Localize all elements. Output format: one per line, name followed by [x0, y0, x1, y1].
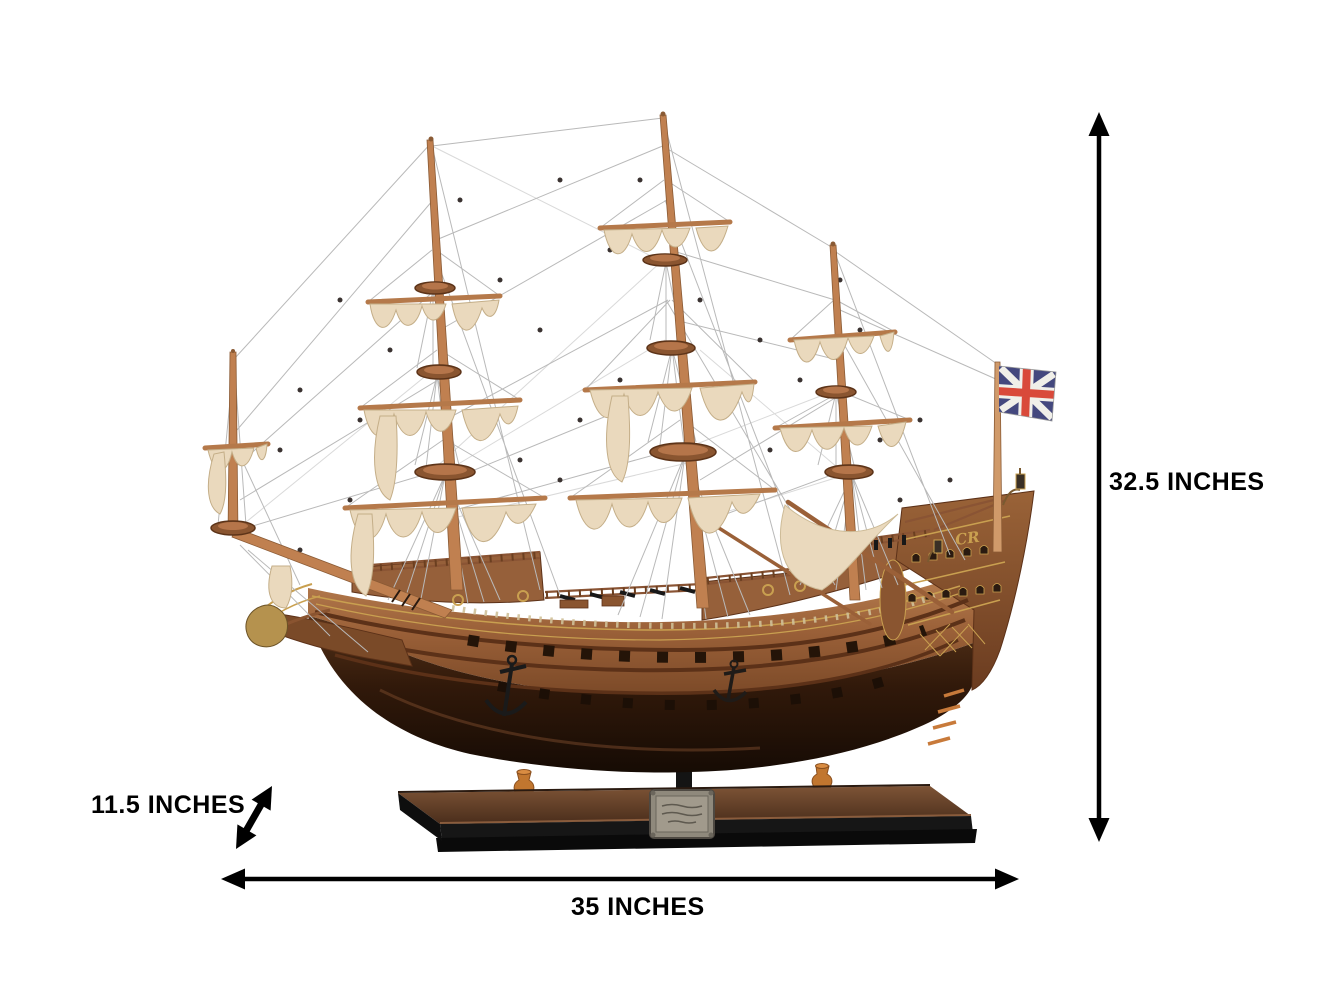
stern-lanterns: [927, 468, 1026, 563]
arrowhead-right-icon: [995, 868, 1019, 890]
depth-arrow: [236, 786, 272, 849]
height-arrow: [1088, 112, 1110, 842]
arrowhead-downleft-icon: [236, 824, 257, 849]
height-label: 32.5 INCHES: [1109, 468, 1265, 496]
stand-base-edge: [397, 784, 931, 793]
arrowhead-up-icon: [1088, 112, 1110, 136]
length-arrow: [221, 868, 1019, 890]
arrowhead-left-icon: [221, 868, 245, 890]
furled-sails: [207, 225, 907, 609]
bowsprit-gammoning: [391, 589, 421, 611]
stern-monogram: CR: [954, 528, 981, 549]
stand-base-endcap: [398, 793, 442, 841]
ship-model: CR: [202, 111, 1057, 773]
arrowhead-upright-icon: [251, 786, 272, 811]
spare-spar: [698, 514, 872, 626]
gunport-row-upper: [467, 624, 928, 663]
main-mast: [659, 114, 710, 609]
hull-gloss-highlight: [379, 688, 761, 752]
stand-plinth-molding: [436, 829, 977, 852]
anchor-second: [712, 659, 748, 703]
bow-figurehead: [245, 604, 288, 648]
union-jack-flag: [998, 365, 1057, 422]
yards: [202, 219, 913, 511]
sternpost-stripes: [927, 688, 965, 746]
quarter-lantern-icon: [933, 539, 943, 554]
hull-figurine-frieze: [451, 593, 937, 629]
depth-label: 11.5 INCHES: [91, 791, 246, 819]
mizzen-lateen-yard: [785, 499, 955, 615]
length-label: 35 INCHES: [571, 893, 705, 921]
hull-gold-stripes: [311, 585, 961, 641]
stern-gallery: [879, 515, 1011, 657]
arrowhead-down-icon: [1088, 818, 1110, 842]
mast-platforms: [210, 253, 874, 536]
display-stand: [397, 746, 977, 852]
stand-nameplate: [649, 789, 715, 839]
mast-platform-rims: [218, 254, 866, 530]
quarter-gallery: [879, 559, 907, 641]
stern-lantern-icon: [1015, 473, 1026, 490]
anchor: [484, 654, 528, 717]
masts-and-spars: [202, 111, 1003, 626]
